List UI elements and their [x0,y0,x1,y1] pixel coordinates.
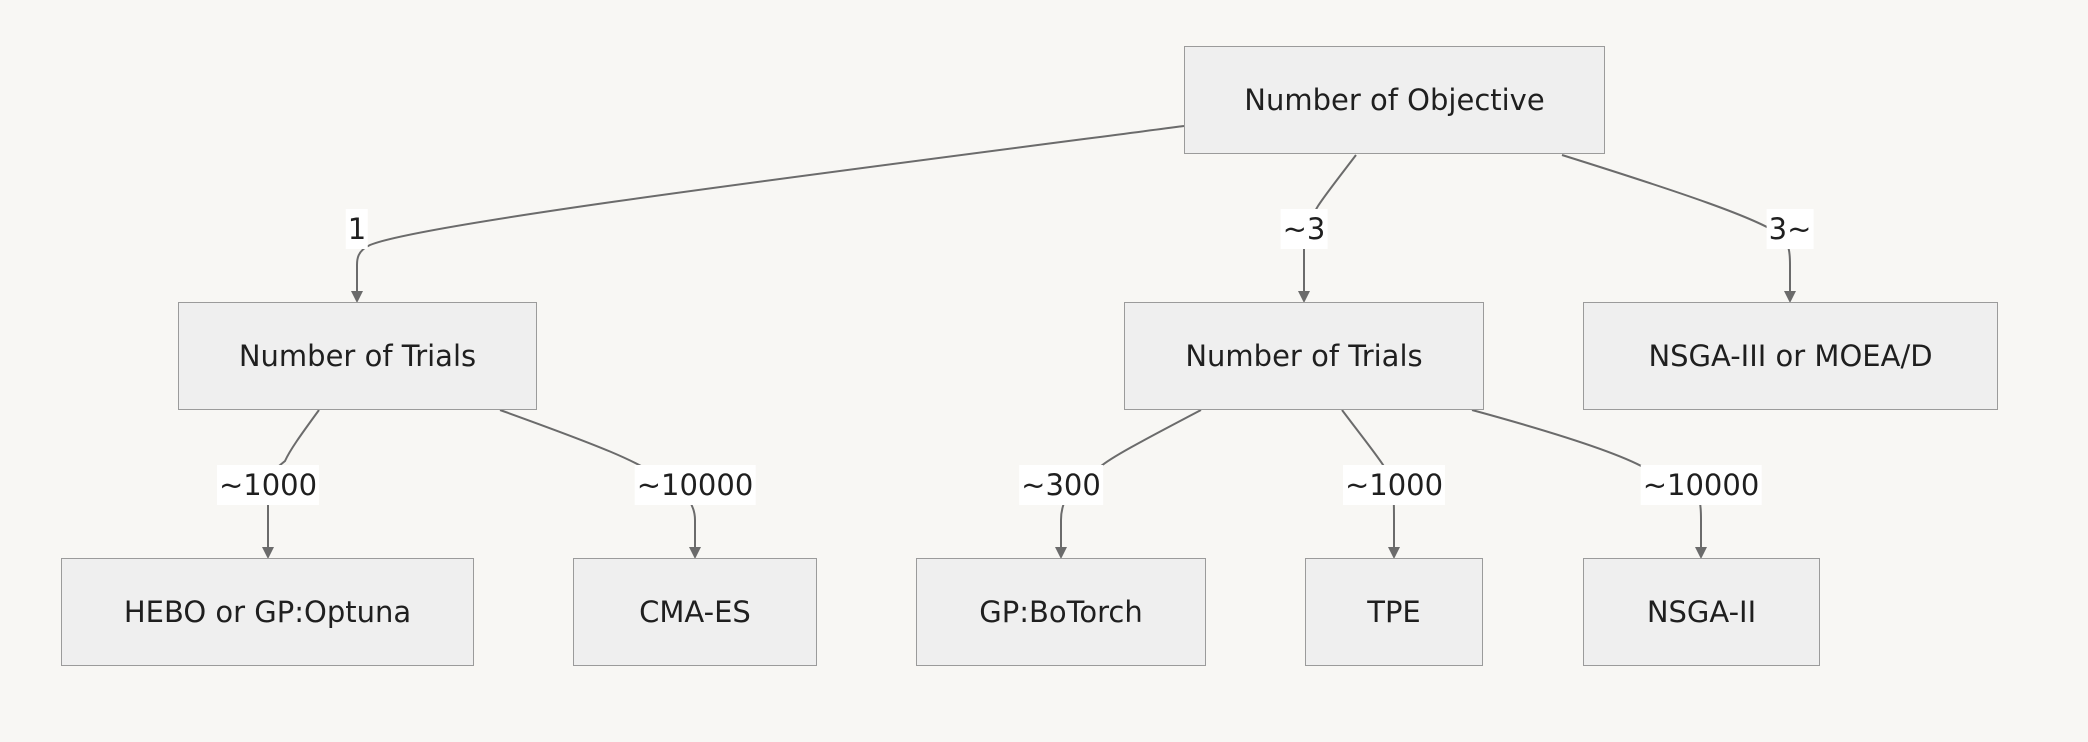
node-label: Number of Objective [1244,83,1545,117]
node-nsga3-or-moead: NSGA-III or MOEA/D [1583,302,1998,410]
node-label: Number of Trials [1185,339,1423,373]
edge-trials-single-to-hebo [262,409,320,559]
node-cma-es: CMA-ES [573,558,817,666]
node-label: NSGA-III or MOEA/D [1648,339,1933,373]
node-label: GP:BoTorch [979,595,1143,629]
node-label: HEBO or GP:Optuna [123,595,412,629]
edge-label-upto-10000-single: ~10000 [634,465,756,505]
node-label: Number of Trials [238,339,477,373]
edge-label-upto-10000-multi: ~10000 [1640,465,1762,505]
node-number-of-objective: Number of Objective [1184,46,1605,154]
node-tpe: TPE [1305,558,1483,666]
edge-objective-to-trials-multi [1298,154,1357,303]
node-nsga-ii: NSGA-II [1583,558,1820,666]
edge-label-upto-1000-multi: ~1000 [1342,465,1446,505]
node-label: CMA-ES [639,595,751,629]
node-gp-botorch: GP:BoTorch [916,558,1206,666]
node-label: TPE [1367,595,1421,629]
edge-label-upto-3: ~3 [1280,209,1328,249]
edge-label-3-plus: 3~ [1766,209,1814,249]
edge-label-1: 1 [345,209,369,249]
edge-objective-to-nsga3 [1561,154,1796,303]
edge-objective-to-trials-single [351,125,1185,303]
node-label: NSGA-II [1646,595,1757,629]
edge-label-upto-1000-single: ~1000 [216,465,320,505]
node-hebo-or-gp-optuna: HEBO or GP:Optuna [61,558,474,666]
node-number-of-trials-multi: Number of Trials [1124,302,1484,410]
edge-label-upto-300: ~300 [1019,465,1103,505]
node-number-of-trials-single: Number of Trials [178,302,537,410]
